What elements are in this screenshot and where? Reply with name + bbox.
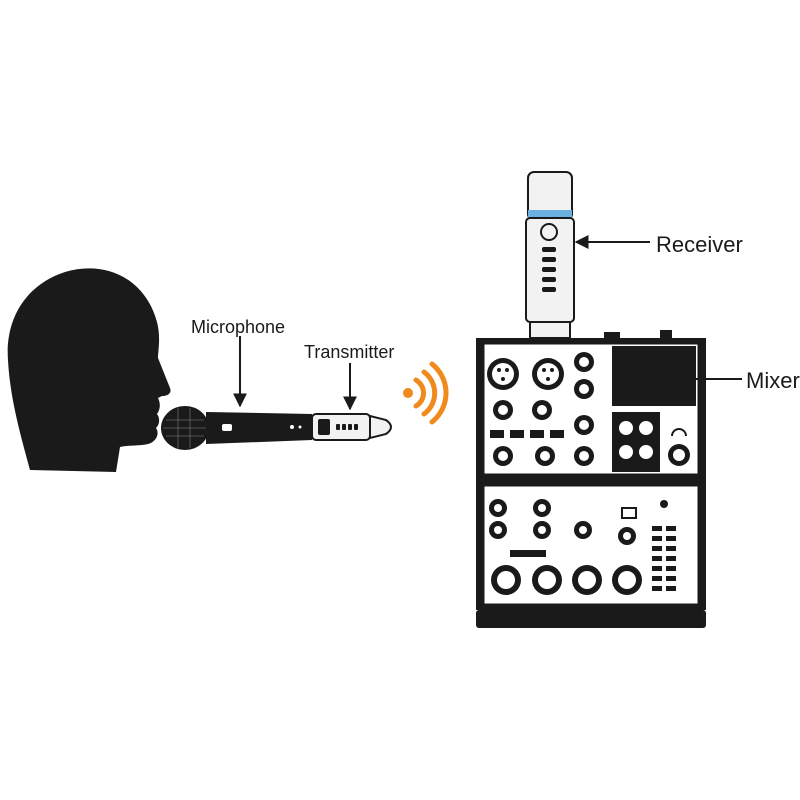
callout-arrows [233, 235, 742, 411]
head-silhouette-icon [7, 268, 171, 472]
receiver-label: Receiver [656, 232, 743, 257]
transmitter-icon [311, 413, 392, 441]
transmitter-label: Transmitter [304, 342, 394, 362]
wireless-signal-icon [403, 361, 449, 425]
microphone-label: Microphone [191, 317, 285, 337]
mixer-icon [476, 330, 706, 628]
receiver-icon [525, 171, 575, 339]
mixer-label: Mixer [746, 368, 800, 393]
microphone-icon [161, 406, 312, 450]
